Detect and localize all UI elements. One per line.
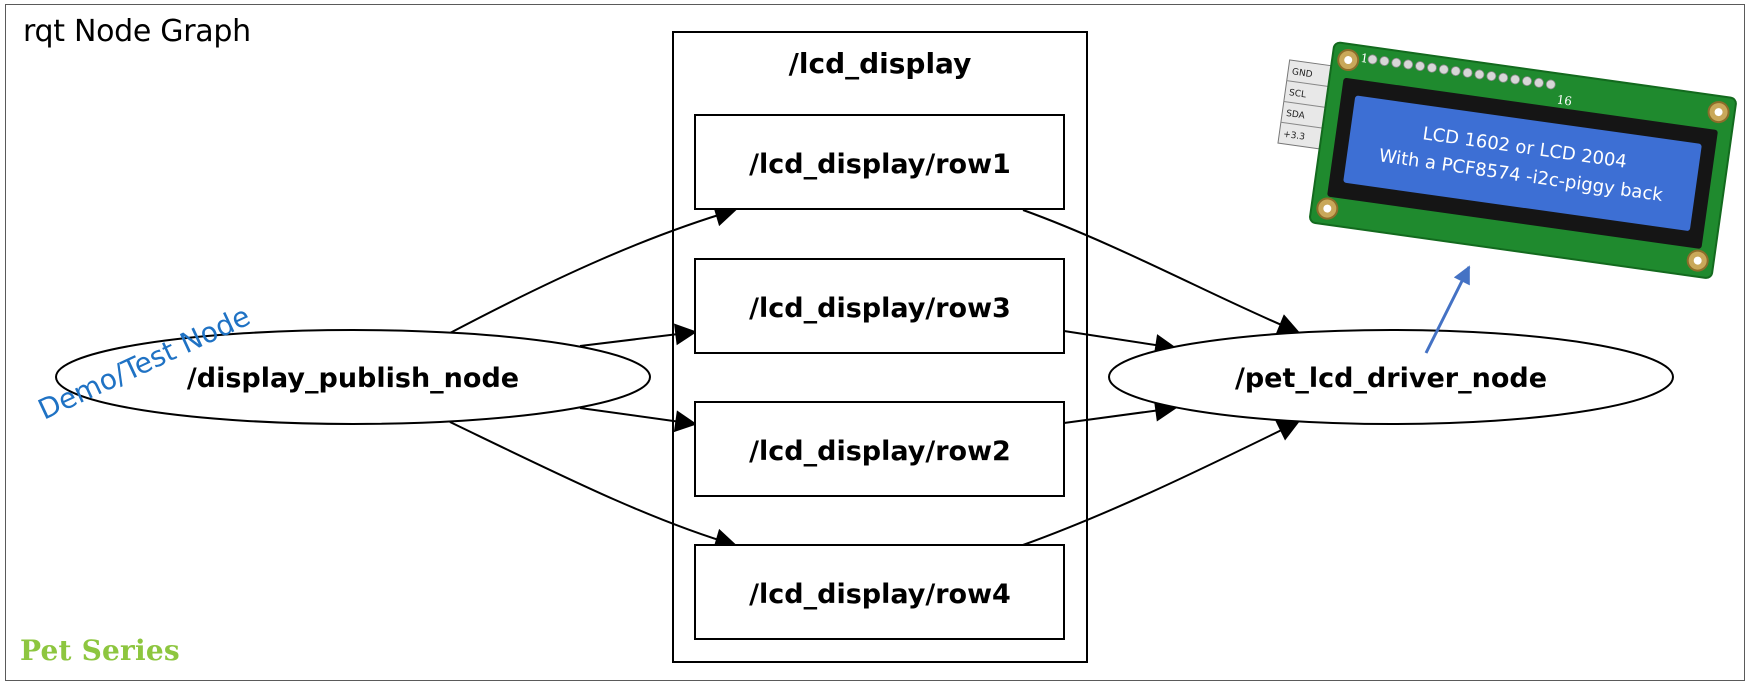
brand-label: Pet Series (20, 634, 180, 667)
node-label: /display_publish_node (187, 363, 519, 394)
topic-row4[interactable]: /lcd_display/row4 (694, 544, 1065, 640)
topic-label: /lcd_display/row4 (749, 579, 1011, 610)
node-label: /pet_lcd_driver_node (1235, 363, 1547, 394)
edge-publisher-row4 (449, 421, 738, 550)
pin-label-scl: SCL (1288, 88, 1306, 100)
topic-row3[interactable]: /lcd_display/row3 (694, 258, 1065, 354)
pin-number-last: 16 (1556, 93, 1573, 109)
topic-label: /lcd_display/row2 (749, 436, 1011, 467)
topic-label: /lcd_display/row3 (749, 293, 1011, 324)
node-display-publish[interactable]: /display_publish_node (55, 329, 651, 425)
pin-number-first: 1 (1360, 51, 1370, 66)
topic-row1[interactable]: /lcd_display/row1 (694, 114, 1065, 210)
topic-row2[interactable]: /lcd_display/row2 (694, 401, 1065, 497)
lcd-pointer-arrow (1424, 265, 1471, 354)
edge-publisher-row3 (579, 323, 698, 347)
edge-row1-driver (1022, 209, 1301, 335)
pin-label-gnd: GND (1291, 67, 1313, 80)
edge-row4-driver (1022, 420, 1300, 546)
topic-label: /lcd_display/row1 (749, 149, 1011, 180)
cluster-box (672, 31, 1088, 663)
node-pet-lcd-driver[interactable]: /pet_lcd_driver_node (1108, 329, 1674, 425)
edge-row3-driver (1063, 330, 1178, 356)
edge-publisher-row2 (579, 407, 698, 433)
edge-row2-driver (1063, 399, 1178, 424)
pin-label-sda: SDA (1285, 109, 1306, 122)
pin-label-vcc: +3.3 (1282, 130, 1305, 143)
cluster-label: /lcd_display (789, 47, 972, 80)
edge-publisher-row1 (449, 205, 738, 334)
lcd-module-image: GND SCL SDA +3.3 1 16 LCD 1 (1277, 41, 1737, 279)
page-title: rqt Node Graph (23, 14, 251, 49)
